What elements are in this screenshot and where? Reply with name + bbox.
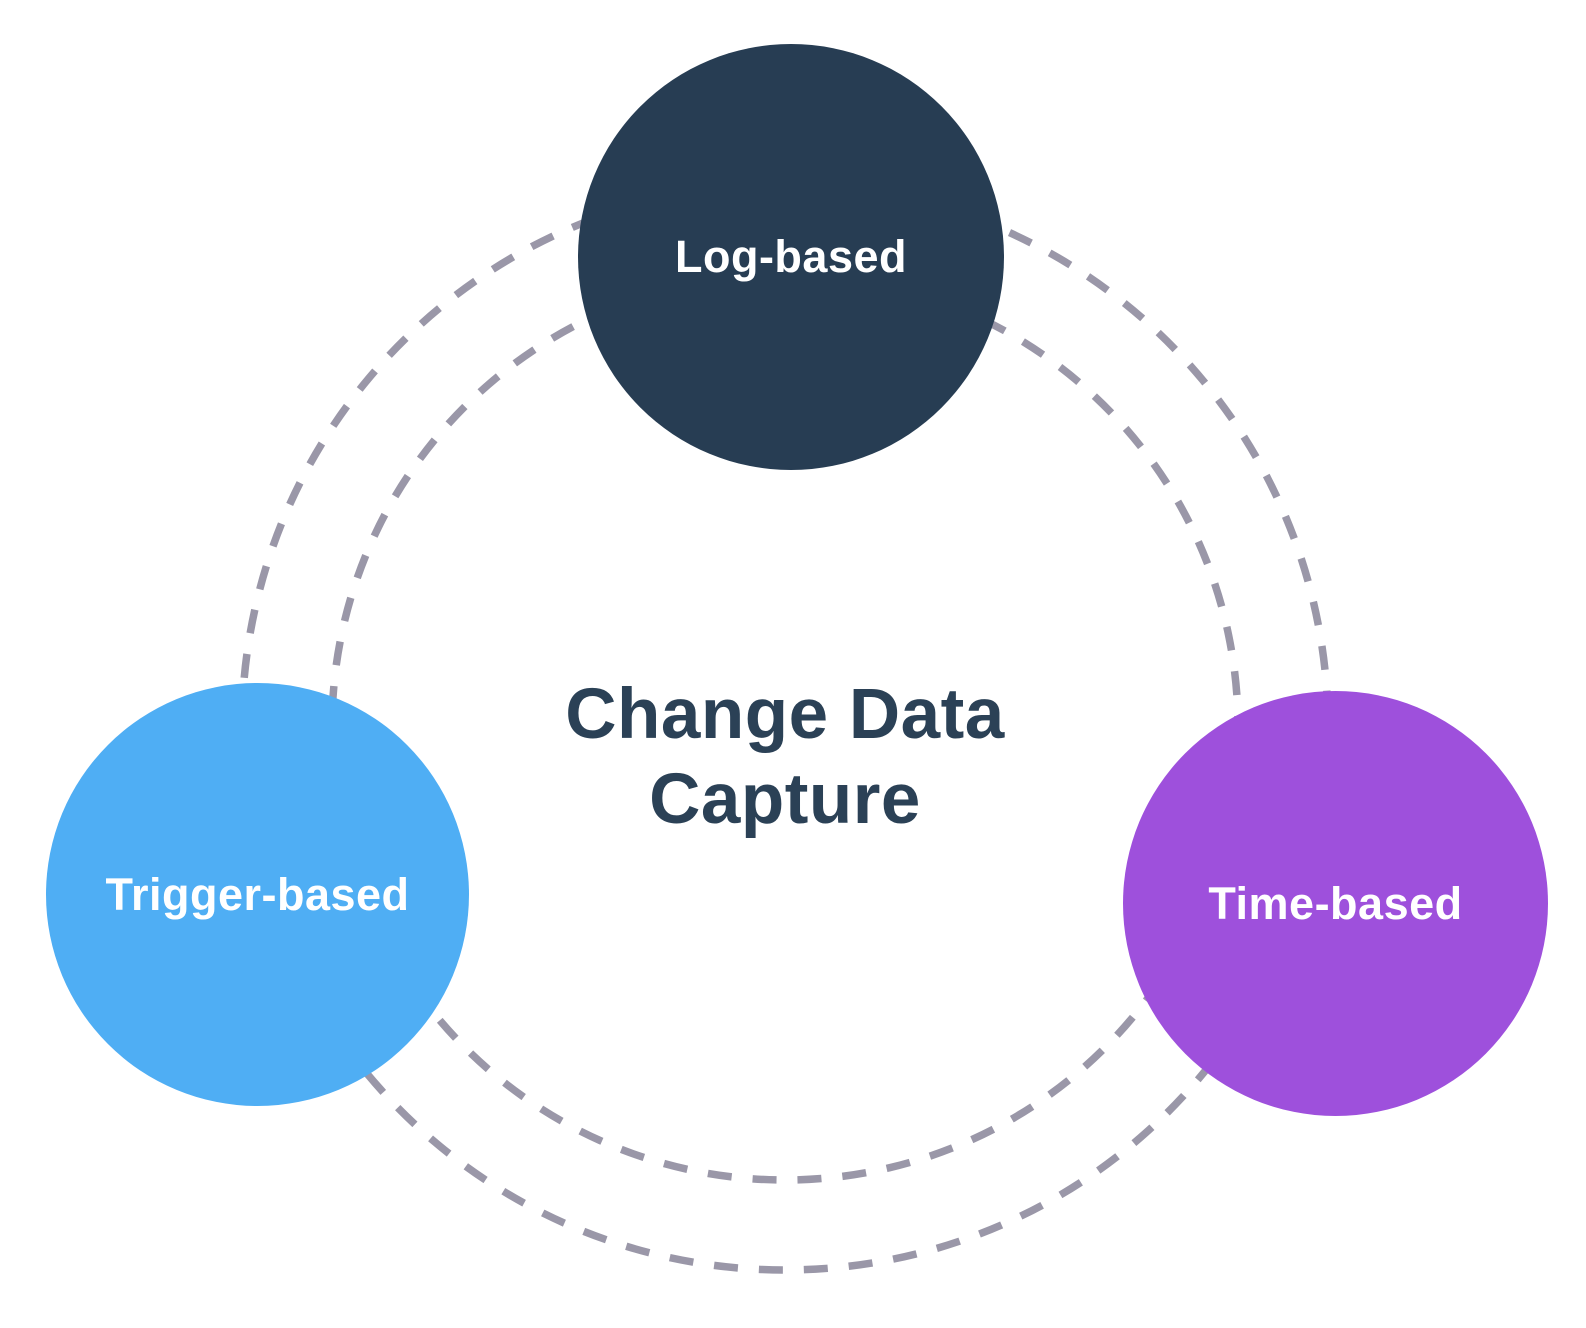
node-trigger-based-label: Trigger-based bbox=[105, 868, 410, 920]
node-trigger-based: Trigger-based bbox=[46, 683, 469, 1106]
node-time-based-label: Time-based bbox=[1208, 877, 1463, 929]
node-time-based: Time-based bbox=[1123, 691, 1548, 1116]
node-log-based: Log-based bbox=[578, 44, 1004, 470]
node-log-based-label: Log-based bbox=[674, 231, 907, 282]
diagram-title: Change Data Capture bbox=[565, 674, 1005, 839]
